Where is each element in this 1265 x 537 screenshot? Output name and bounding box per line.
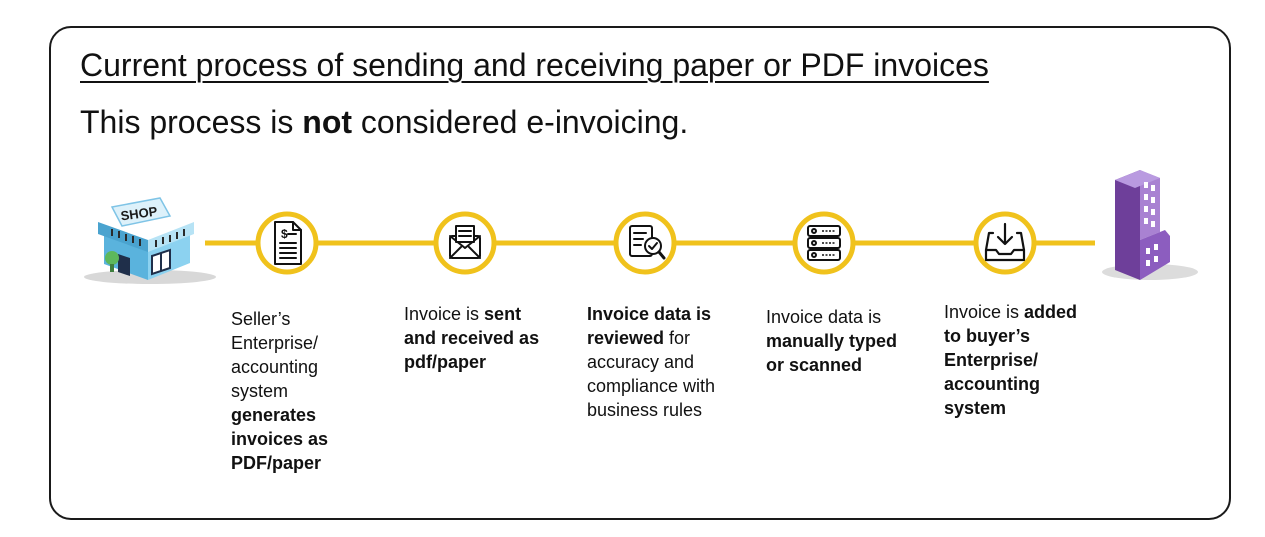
description-line: accounting [231, 355, 371, 379]
description-line: or scanned [766, 353, 926, 377]
document-dollar-icon: $ [274, 221, 302, 265]
description-line: business rules [587, 398, 747, 422]
description-line: Enterprise/ [944, 348, 1104, 372]
description-text: manually typed [766, 331, 898, 351]
description-text: for [664, 328, 691, 348]
description-line: and received as [404, 326, 569, 350]
server-stack-icon [807, 225, 841, 261]
description-line: Invoice is added [944, 300, 1104, 324]
description-text: Invoice is [944, 302, 1025, 322]
envelope-icon [449, 225, 481, 259]
document-review-icon [629, 225, 666, 260]
description-line: Invoice is sent [404, 302, 569, 326]
description-text: sent [484, 304, 522, 324]
buyer-building-icon [1102, 170, 1198, 280]
description-line: accounting [944, 372, 1104, 396]
description-line: Seller’s [231, 307, 371, 331]
description-line: Enterprise/ [231, 331, 371, 355]
step-3-node [613, 211, 677, 275]
description-text: invoices as [231, 429, 329, 449]
description-text: added [1024, 302, 1078, 322]
description-text: reviewed [587, 328, 665, 348]
svg-text:$: $ [281, 227, 288, 241]
description-line: compliance with [587, 374, 747, 398]
step-2-node [433, 211, 497, 275]
description-line: pdf/paper [404, 350, 569, 374]
description-text: generates [231, 405, 317, 425]
description-line: Invoice data is [587, 302, 747, 326]
description-line: invoices as [231, 427, 371, 451]
diagram-subtitle: This process is not considered e-invoici… [80, 104, 688, 141]
step-4-description: Invoice data is manually typed or scanned [766, 305, 926, 377]
description-text: pdf/paper [404, 352, 487, 372]
description-text: compliance with [587, 376, 716, 396]
description-text: to buyer’s [944, 326, 1031, 346]
description-text: Seller’s [231, 309, 291, 329]
description-line: reviewed for [587, 326, 747, 350]
description-line: generates [231, 403, 371, 427]
step-5-node [973, 211, 1037, 275]
description-text: Enterprise/ [944, 350, 1039, 370]
description-line: system [944, 396, 1104, 420]
description-line: to buyer’s [944, 324, 1104, 348]
subtitle-before: This process is [80, 104, 303, 140]
description-text: business rules [587, 400, 703, 420]
step-1-node: $ [255, 211, 319, 275]
description-line: system [231, 379, 371, 403]
description-line: manually typed [766, 329, 926, 353]
description-line: Invoice data is [766, 305, 926, 329]
description-text: or scanned [766, 355, 863, 375]
description-text: accounting [944, 374, 1041, 394]
subtitle-after: considered e-invoicing. [352, 104, 689, 140]
description-text: system [944, 398, 1007, 418]
description-line: PDF/paper [231, 451, 371, 475]
description-text: system [231, 381, 289, 401]
shop-sign-label: SHOP [120, 203, 159, 223]
description-text: Invoice data is [587, 304, 712, 324]
description-text: and received as [404, 328, 540, 348]
step-4-node [792, 211, 856, 275]
description-text: PDF/paper [231, 453, 322, 473]
diagram-title: Current process of sending and receiving… [80, 47, 989, 83]
inbox-download-icon [984, 222, 1026, 262]
description-text: accuracy and [587, 352, 695, 372]
description-line: accuracy and [587, 350, 747, 374]
description-text: accounting [231, 357, 319, 377]
description-text: Enterprise/ [231, 333, 319, 353]
subtitle-emphasis: not [302, 104, 353, 140]
description-text: Invoice is [404, 304, 485, 324]
description-text: Invoice data is [766, 307, 882, 327]
seller-shop-icon: SHOP [84, 197, 216, 284]
